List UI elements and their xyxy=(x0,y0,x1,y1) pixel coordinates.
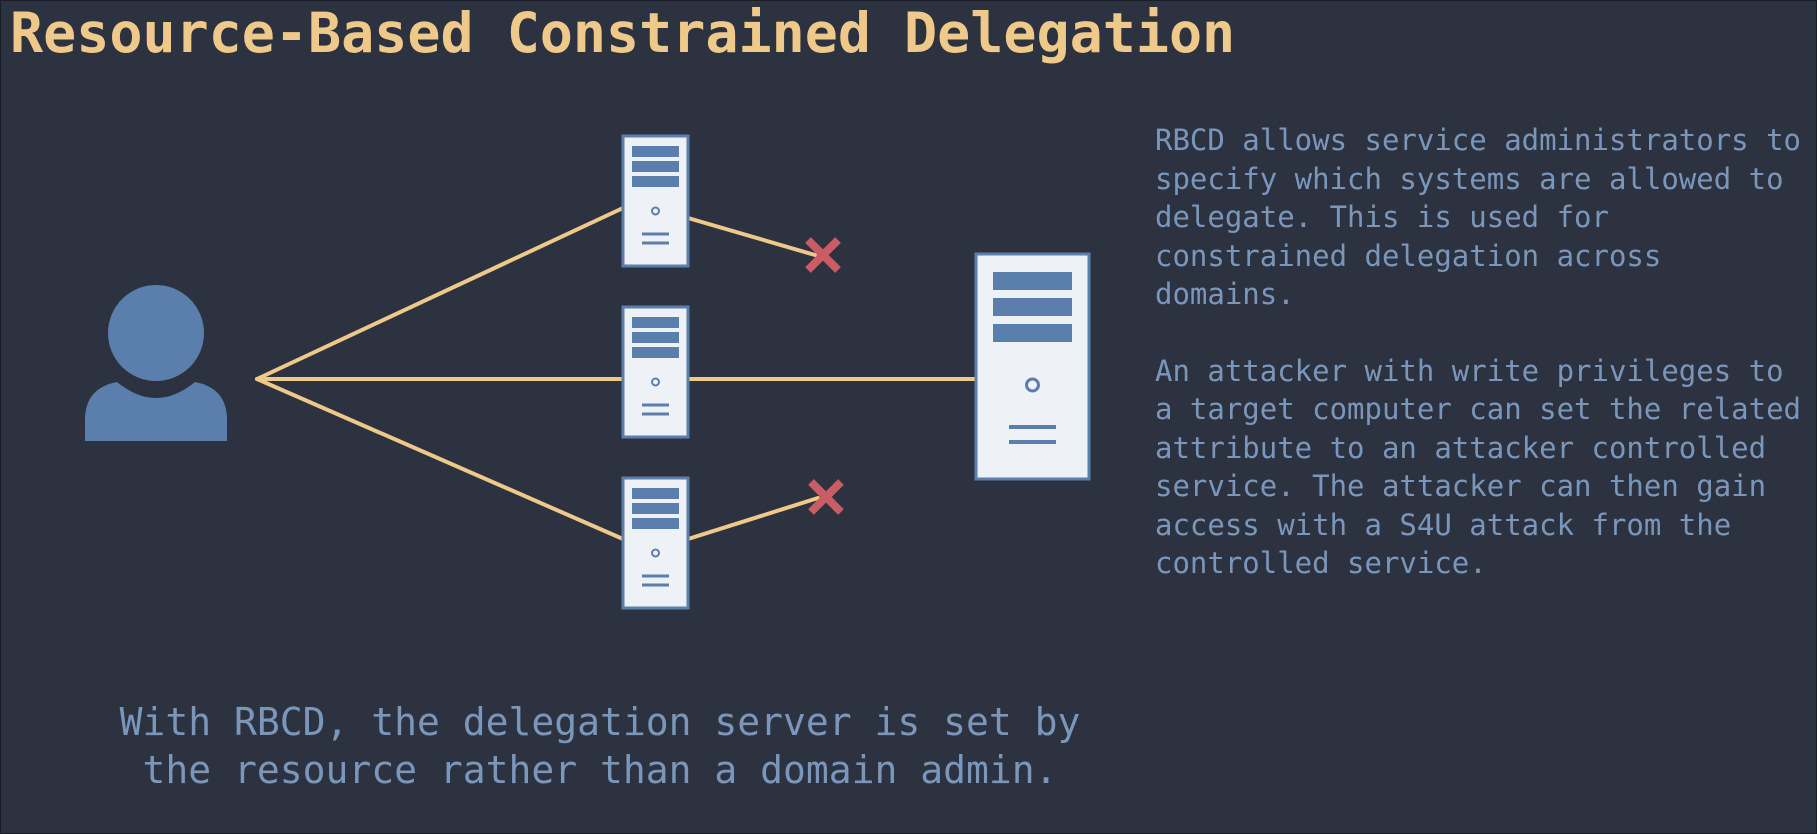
server-icon xyxy=(621,476,690,610)
description-paragraph: An attacker with write privileges to a t… xyxy=(1155,353,1802,581)
caption-line: the resource rather than a domain admin. xyxy=(142,748,1058,792)
user-icon xyxy=(85,285,227,441)
target-server-icon xyxy=(974,252,1091,481)
rbcd-description: RBCD allows service administrators to sp… xyxy=(1155,121,1805,621)
caption-line: With RBCD, the delegation server is set … xyxy=(119,700,1081,744)
server-icon xyxy=(621,305,690,439)
connector-server-top-blocked xyxy=(686,216,817,257)
x-mark-icon xyxy=(805,237,841,273)
diagram-caption: With RBCD, the delegation server is set … xyxy=(80,698,1120,794)
server-icon xyxy=(621,134,690,268)
page-title: Resource-Based Constrained Delegation xyxy=(10,1,1236,65)
connector-user-to-server-top xyxy=(255,206,625,381)
connector-server-bottom-blocked xyxy=(686,496,820,541)
connector-user-to-server-bottom xyxy=(255,377,625,541)
x-mark-icon xyxy=(808,479,844,515)
description-paragraph: RBCD allows service administrators to sp… xyxy=(1155,123,1802,311)
